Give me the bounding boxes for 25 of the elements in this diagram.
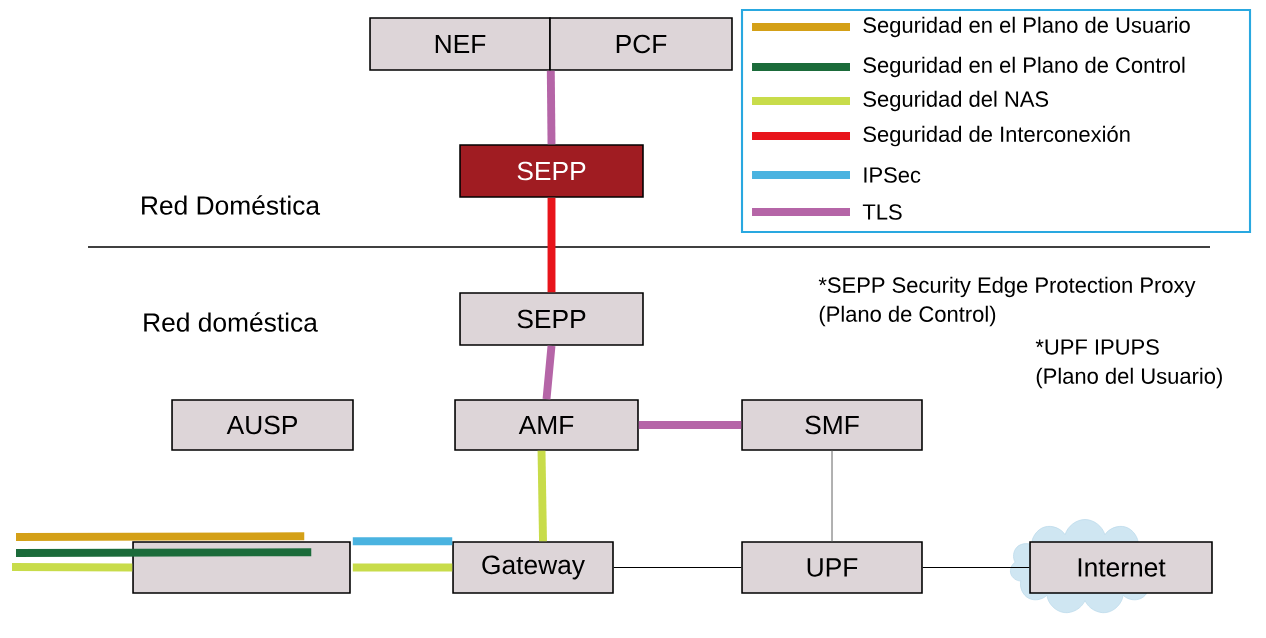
connection-line [831, 450, 833, 542]
zone-label: Red Doméstica [142, 195, 321, 215]
network-function-box: SEPP [459, 144, 644, 198]
connection-line [922, 566, 1030, 569]
network-function-box: Internet [1029, 541, 1213, 594]
network-function-box: AMF [454, 399, 639, 451]
network-function-box: SMF [741, 399, 923, 451]
legend-label: Seguridad de Interconexión [863, 125, 1130, 147]
footnote-text: *UPF IPUPS [1035, 339, 1159, 355]
network-function-box: SEPP [459, 292, 644, 346]
legend-label: TLS [862, 204, 902, 220]
network-function-box: NEF [369, 17, 551, 71]
legend-label: Seguridad en el Plano de Control [863, 56, 1185, 78]
legend-label: Seguridad en el Plano de Usuario [863, 16, 1190, 38]
legend-label: Seguridad del NAS [863, 90, 1049, 112]
footnote-text: (Plano de Control) [819, 305, 996, 327]
legend-label: IPSec [864, 167, 921, 183]
network-function-box: Gateway [452, 541, 614, 594]
connection-line [613, 566, 742, 569]
network-function-box: PCF [549, 17, 733, 71]
footnote-text: *SEPP Security Edge Protection Proxy [818, 276, 1196, 298]
network-function-box: AUSP [171, 399, 354, 451]
footnote-text: (Plano del Usuario) [1036, 367, 1222, 389]
network-function-box: UPF [741, 541, 923, 594]
zone-label: Red doméstica [144, 312, 318, 332]
